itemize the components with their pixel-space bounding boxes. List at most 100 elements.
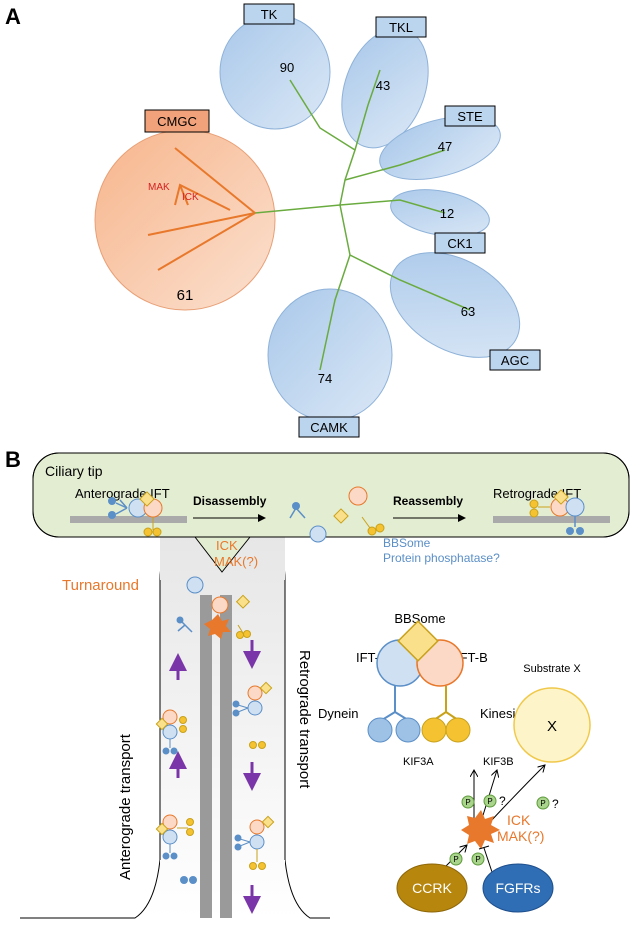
ste-count: 47 (438, 139, 452, 154)
ck1-label: CK1 (447, 236, 472, 251)
camk-label-box (298, 416, 360, 438)
p-badge-fgfr (471, 852, 485, 866)
turnaround-label: Turnaround (62, 577, 139, 594)
tkl-label: TKL (389, 20, 413, 35)
substrate-x-title: Substrate X (523, 663, 581, 675)
agc-count: 63 (461, 304, 475, 319)
tip-anterograde-complex (108, 491, 163, 537)
family-labels: TK TKL STE CK1 AGC CAMK CMGC (144, 3, 541, 438)
ccrk-oval (396, 863, 468, 913)
tip-track-right (493, 516, 610, 523)
ift-b-circle (416, 639, 464, 687)
retrograde-trains (232, 640, 275, 914)
tip-mak-label: MAK(?) (214, 554, 258, 569)
tip-ick-label: ICK (216, 538, 238, 553)
fgfr-inhibit-line (483, 847, 493, 873)
tk-label-box (243, 3, 295, 25)
cmgc-label: CMGC (157, 114, 197, 129)
anterograde-ift-label: Anterograde IFT (75, 486, 170, 501)
tip-pointer-stroke (194, 536, 251, 573)
ck1-count: 12 (440, 206, 454, 221)
ift-b-label: IFT-B (456, 650, 488, 665)
reassembly-label: Reassembly (393, 494, 463, 508)
ift-schematic: BBSome IFT-A IFT-B Dynein Kinesin KIF3A … (318, 611, 591, 913)
cmgc-branches (147, 147, 256, 271)
green-tree-branches (254, 69, 471, 371)
tip-pointer-fill (195, 537, 250, 572)
bbsome-diamond (397, 620, 439, 662)
tkl-count: 43 (376, 78, 390, 93)
tk-ellipse (219, 14, 331, 130)
p-kif3b-text: P (487, 797, 492, 806)
substrate-x-letter: X (547, 718, 557, 735)
camk-ellipse (267, 288, 393, 422)
p-badge-substrate (536, 796, 550, 810)
tip-track-left (70, 516, 187, 523)
camk-label: CAMK (310, 420, 348, 435)
p-badge-ccrk (449, 852, 463, 866)
agc-label: AGC (501, 353, 529, 368)
fgfrs-oval (482, 863, 554, 913)
ste-label-box (444, 105, 496, 127)
p-fgfr-text: P (475, 855, 480, 864)
ste-ellipse (379, 116, 501, 180)
q-kif3b: ? (499, 794, 506, 808)
p-badge-kif3b (483, 794, 497, 808)
retrograde-transport-label: Retrograde transport (296, 650, 313, 789)
ick-star (461, 810, 500, 849)
kif3a-label: KIF3A (403, 756, 434, 768)
ick-label: ICK (182, 192, 199, 203)
tkl-label-box (375, 16, 427, 38)
ick-label: ICK (507, 812, 531, 828)
panel-a-label: A (5, 4, 21, 29)
cmgc-label-box (144, 109, 210, 133)
bbsome-label: BBSome (394, 611, 445, 626)
kif3b-head (445, 717, 471, 743)
p-badge-kif3a (461, 795, 475, 809)
axoneme-left (200, 595, 212, 918)
tip-dissociated-components (289, 486, 385, 543)
p-kif3a-text: P (465, 798, 470, 807)
agc-ellipse (389, 252, 521, 358)
fgfr-inhibit-bar (478, 845, 490, 850)
tip-title: Ciliary tip (45, 463, 103, 479)
ccrk-label: CCRK (412, 880, 452, 896)
tip-retrograde-complex (529, 489, 585, 535)
mak-label: MAK (148, 182, 170, 193)
mak-label: MAK(?) (497, 828, 544, 844)
ste-label: STE (457, 109, 483, 124)
cilium-tip-components (176, 576, 251, 639)
kinesin-label: Kinesin (480, 706, 523, 721)
p-substrate-text: P (540, 799, 545, 808)
tk-label: TK (261, 7, 278, 22)
tk-count: 90 (280, 60, 294, 75)
ciliary-tip-border (32, 452, 630, 538)
kif3a-head (421, 717, 447, 743)
disassembly-label: Disassembly (193, 494, 267, 508)
camk-count: 74 (318, 371, 332, 386)
substrate-x-circle (513, 687, 591, 763)
cmgc-count: 61 (177, 287, 194, 304)
fgfrs-label: FGFRs (495, 880, 540, 896)
anterograde-trains (155, 653, 197, 884)
anterograde-transport-label: Anterograde transport (117, 733, 134, 880)
bbsome-line: BBSome (383, 536, 431, 550)
turnaround-ick-star (204, 614, 231, 639)
retrograde-ift-label: Retrograde IFT (493, 486, 581, 501)
family-ellipses (94, 14, 521, 422)
kif3b-label: KIF3B (483, 756, 514, 768)
axoneme-right (220, 595, 232, 918)
panel-b-label: B (5, 447, 21, 472)
phosphatase-line: Protein phosphatase? (383, 551, 500, 565)
family-counts: 90 43 47 12 63 74 61 (177, 60, 476, 386)
dynein-head-1 (367, 717, 393, 743)
p-ccrk-text: P (453, 855, 458, 864)
q-substrate: ? (552, 797, 559, 811)
dynein-label: Dynein (318, 706, 358, 721)
ck1-label-box (434, 232, 486, 254)
dynein-head-2 (395, 717, 421, 743)
agc-label-box (489, 349, 541, 371)
arrow-to-substrate (489, 765, 545, 823)
